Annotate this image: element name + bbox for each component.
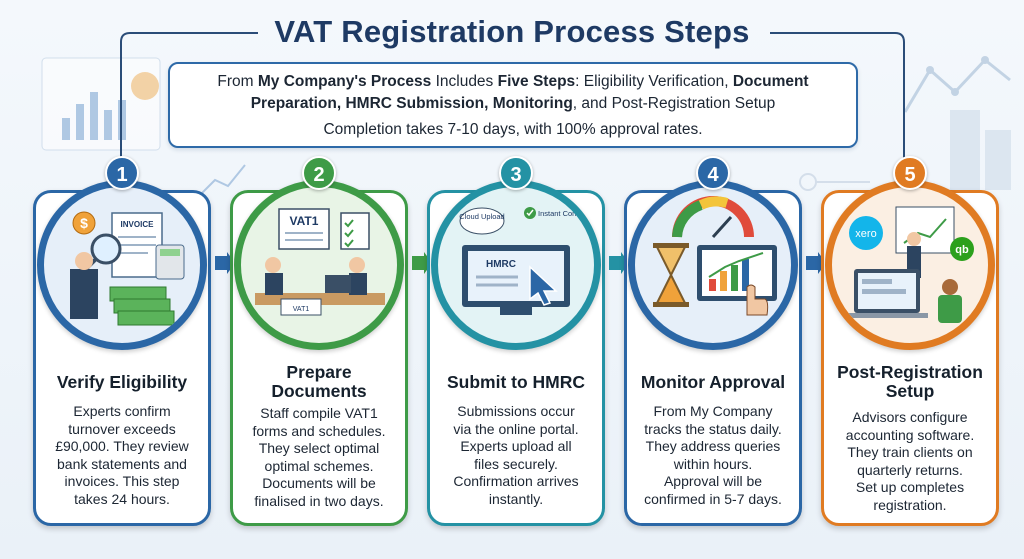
step-illustration-3: Cloud Upload Instant Confirmation HMRC (431, 180, 601, 350)
step-title: Monitor Approval (640, 372, 786, 392)
accounting-software-icon: xero qb (848, 206, 974, 323)
step-number-badge-3: 3 (499, 156, 533, 190)
document-preparation-icon: VAT1 VAT1 (255, 208, 385, 316)
step-number-badge-1: 1 (105, 156, 139, 190)
step-number-badge-4: 4 (696, 156, 730, 190)
step-illustration-2: VAT1 VAT1 (234, 180, 404, 350)
magnifier-invoice-icon: INVOICE $ (70, 211, 185, 326)
svg-text:VAT1: VAT1 (290, 214, 319, 228)
monitor-gauge-icon (653, 196, 777, 316)
step-illustration-4 (628, 180, 798, 350)
intro-box: From My Company's Process Includes Five … (168, 62, 858, 148)
svg-text:qb: qb (955, 244, 969, 256)
hmrc-portal-icon: Cloud Upload Instant Confirmation HMRC (459, 207, 594, 315)
svg-text:VAT1: VAT1 (293, 306, 310, 313)
svg-text:Cloud Upload: Cloud Upload (459, 212, 504, 221)
intro-line-1: From My Company's Process Includes Five … (217, 73, 809, 90)
svg-text:xero: xero (855, 228, 876, 240)
intro-line-2: Preparation, HMRC Submission, Monitoring… (250, 95, 776, 112)
intro-line-3: Completion takes 7-10 days, with 100% ap… (323, 121, 703, 138)
step-illustration-5: xero qb (825, 180, 995, 350)
step-number-badge-5: 5 (893, 156, 927, 190)
page-title: VAT Registration Process Steps (274, 14, 750, 49)
step-number-badge-2: 2 (302, 156, 336, 190)
step-illustration-1: INVOICE $ (37, 180, 207, 350)
svg-text:HMRC: HMRC (486, 259, 516, 270)
svg-text:Instant Confirmation: Instant Confirmation (538, 209, 594, 218)
svg-text:INVOICE: INVOICE (121, 220, 155, 229)
connector-line (120, 32, 905, 158)
svg-text:$: $ (80, 215, 88, 231)
step-title: Submit to HMRC (446, 372, 586, 392)
step-title: Verify Eligibility (56, 372, 188, 392)
